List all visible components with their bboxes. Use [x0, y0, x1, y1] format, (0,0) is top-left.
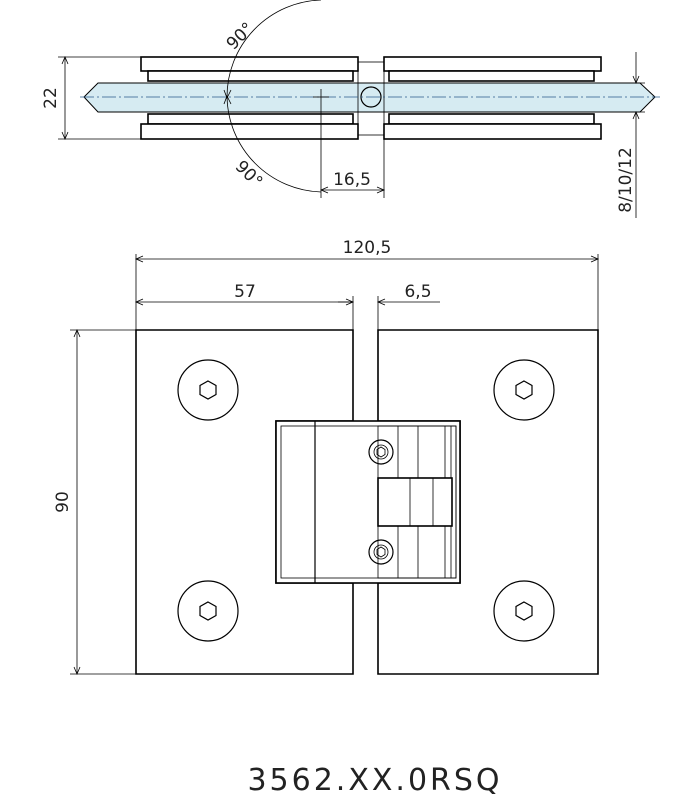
dimension-16-5	[319, 105, 386, 198]
dimension-label-16-5: 16,5	[333, 170, 371, 190]
mounting-hole-bottom-right	[493, 580, 555, 642]
set-screw-upper	[368, 439, 394, 465]
mounting-hole-bottom-left	[177, 580, 239, 642]
hinge-mechanism	[275, 420, 461, 584]
dimension-22	[58, 55, 141, 141]
mounting-hole-top-right	[493, 359, 555, 421]
dimension-6-5	[338, 296, 440, 330]
dimension-label-120-5: 120,5	[343, 238, 392, 258]
product-code: 3562.XX.0RSQ	[247, 763, 502, 798]
top-view: 90° 90° 22 16,5 8/10/12	[41, 0, 660, 218]
angle-arrow-top	[223, 89, 232, 99]
angle-label-bottom: 90°	[231, 157, 266, 192]
angle-arc-top	[226, 0, 322, 98]
dimension-label-90: 90	[53, 491, 73, 513]
dimension-label-6-5: 6,5	[404, 282, 431, 302]
angle-label-top: 90°	[223, 19, 258, 54]
dimension-glass-thickness	[601, 52, 645, 218]
dimension-label-glass-thickness: 8/10/12	[616, 147, 636, 213]
mounting-hole-top-left	[177, 359, 239, 421]
dimension-label-22: 22	[41, 87, 61, 109]
front-view: 120,5 57 6,5 90	[53, 238, 600, 676]
dimension-90	[70, 328, 136, 676]
angle-arrow-bottom	[223, 95, 232, 105]
set-screw-lower	[368, 539, 394, 565]
angle-arc-bottom	[226, 96, 322, 193]
dimension-label-57: 57	[234, 282, 256, 302]
dimension-120-5	[134, 254, 600, 330]
